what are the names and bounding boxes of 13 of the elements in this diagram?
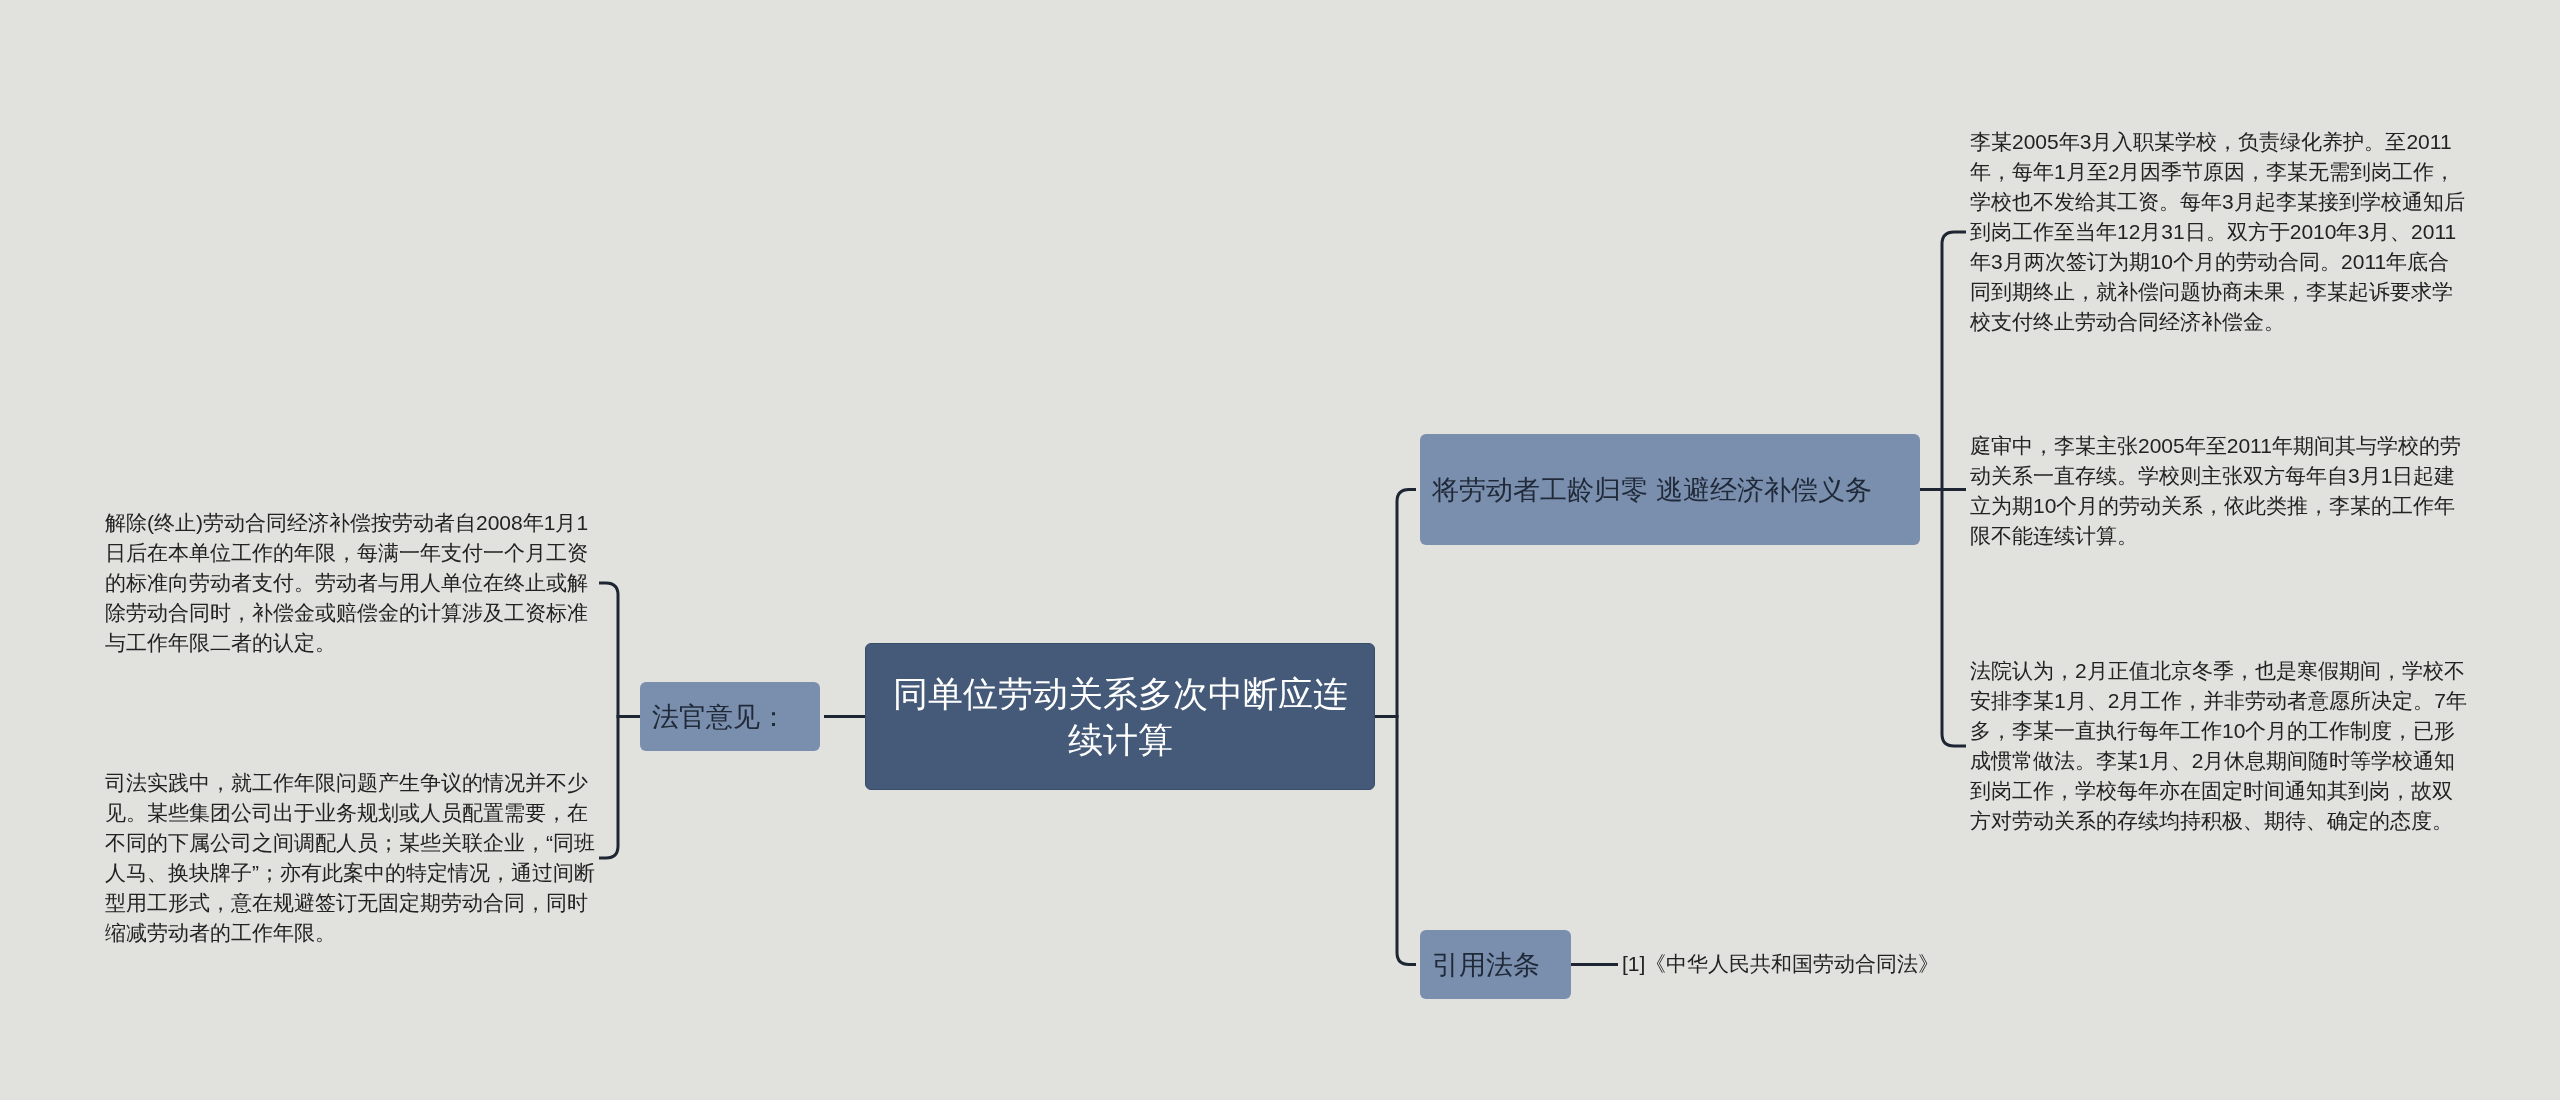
connector-line [824,715,865,718]
note-text: 解除(终止)劳动合同经济补偿按劳动者自2008年1月1日后在本单位工作的年限，每满一年支付一个月工资的标准向劳动者支付。劳动者与用人单位在终止或解除劳动合同时，补偿金或赔偿金的计算涉及工资标准与工作年限二者的认定。 [105,486,595,680]
note-text: 庭审中，李某主张2005年至2011年期间其与学校的劳动关系一直存续。学校则主张双方每年自3月1日起建立为期10个月的劳动关系，依此类推，李某的工作年限不能连续计算。 [1970,426,2470,556]
note-text: 李某2005年3月入职某学校，负责绿化养护。至2011年，每年1月至2月因季节原因，李某无需到岗工作，学校也不发给其工资。每年3月起李某接到学校通知后到岗工作至当年12月31日。双方于2010年3月、2011年3月两次签订为期10个月的劳动合同。2011年底合同到期终止，就补偿问题协商未果，李某起诉要求学校支付终止劳动合同经济补偿金。 [1970,104,2470,360]
topic-box: 同单位劳动关系多次中断应连续计算 [865,643,1375,790]
topic-box: 将劳动者工龄归零 逃避经济补偿义务 [1420,434,1920,545]
connector-line [1375,715,1416,966]
topic-box: 引用法条 [1420,930,1571,999]
connector-line [1571,963,1618,966]
topic-box: 法官意见： [640,682,820,751]
note-text: 法院认为，2月正值北京冬季，也是寒假期间，学校不安排李某1月、2月工作，并非劳动者意愿所决定。7年多，李某一直执行每年工作10个月的工作制度，已形成惯常做法。李某1月、2月休息期间随时等学校通知到岗工作，学校每年亦在固定时间通知其到岗，故双方对劳动关系的存续均持积极、期待、确定的态度。 [1970,618,2470,874]
note-text: [1]《中华人民共和国劳动合同法》 [1622,946,2012,982]
note-text: 司法实践中，就工作年限问题产生争议的情况并不少见。某些集团公司出于业务规划或人员配置需要，在不同的下属公司之间调配人员；某些关联企业，“同班人马、换块牌子”；亦有此案中的特定情况，通过间断型用工形式，意在规避签订无固定期劳动合同，同时缩减劳动者的工作年限。 [105,746,595,970]
